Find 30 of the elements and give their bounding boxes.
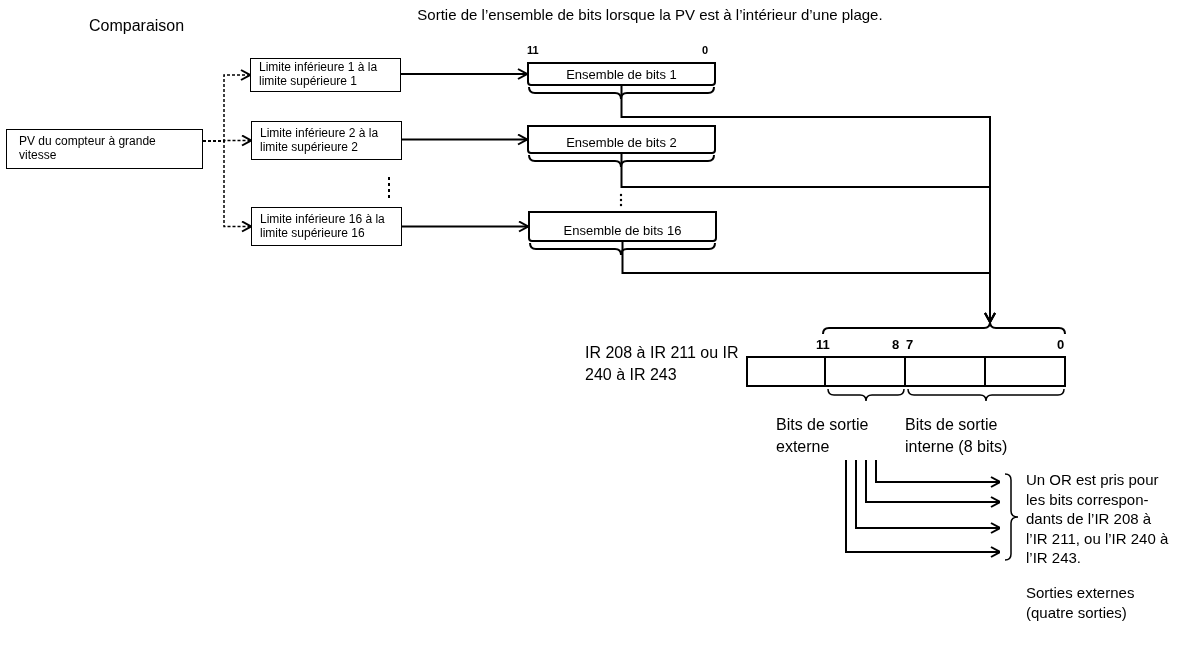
bit-number: 8 <box>892 336 901 354</box>
arrow <box>621 241 996 323</box>
bit-number: 11 <box>816 336 831 354</box>
arrow <box>875 459 1001 488</box>
bit-set-box: Ensemble de bits 1 <box>527 62 716 86</box>
arrow <box>400 68 528 80</box>
register-box <box>746 356 1066 387</box>
range-box: Limite inférieure 2 à la limite supérieure 2 <box>251 121 402 160</box>
arrow <box>401 220 529 233</box>
arrow <box>855 459 1001 534</box>
bit-number: 7 <box>906 336 915 354</box>
diagram-title: Sortie de l’ensemble de bits lorsque la PV est à l’intérieur d’une plage. <box>416 5 884 25</box>
output-text: Bits de sortie interne (8 bits) <box>905 415 1009 458</box>
arrow <box>865 459 1001 508</box>
arrow <box>202 140 252 233</box>
input-box: PV du compteur à grande vitesse <box>6 129 203 169</box>
arrow <box>401 133 528 146</box>
output-text: Bits de sortie externe <box>776 414 896 460</box>
note-text: Sorties externes (quatre sorties) <box>1026 583 1136 622</box>
section-heading: Comparaison <box>89 16 186 36</box>
bit-number: 0 <box>1057 336 1066 354</box>
bit-set-box: Ensemble de bits 2 <box>527 125 716 154</box>
arrow <box>845 459 1001 558</box>
bit-set-box: Ensemble de bits 16 <box>528 211 717 242</box>
range-box: Limite inférieure 16 à la limite supérieure 16 <box>251 207 402 246</box>
register-label: IR 208 à IR 211 ou IR 240 à IR 243 <box>585 343 740 385</box>
bit-number: 0 <box>702 43 710 58</box>
bit-number: 11 <box>527 43 540 58</box>
range-box: Limite inférieure 1 à la limite supérieure 1 <box>250 58 401 92</box>
note-text: Un OR est pris pour les bits correspon- dants de l’IR 208 à l’IR 211, ou l’IR 240 à l’IR 243. <box>1026 470 1170 568</box>
